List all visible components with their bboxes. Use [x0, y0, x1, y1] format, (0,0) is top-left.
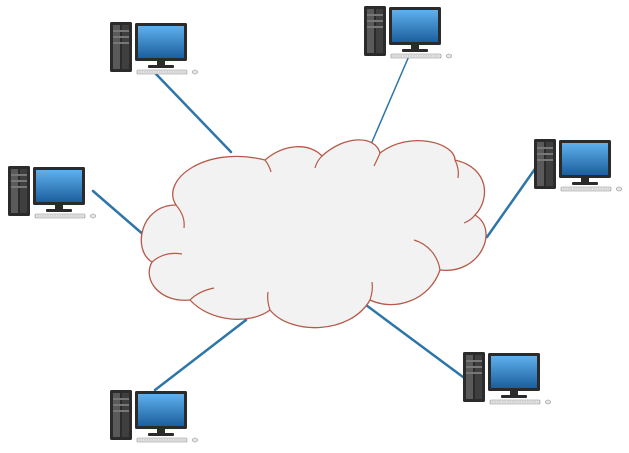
- mouse: [545, 399, 551, 405]
- tower-case: [110, 390, 132, 440]
- cloud-shape: [140, 139, 487, 329]
- desktop-computer-icon: [110, 390, 198, 443]
- monitor: [389, 7, 441, 52]
- cloud-icon: [140, 139, 487, 329]
- tower-case: [534, 139, 556, 189]
- monitor-screen: [138, 394, 184, 426]
- monitor: [559, 140, 611, 185]
- computer-bottom-right: [463, 352, 551, 405]
- monitor-screen: [562, 143, 608, 175]
- keyboard: [136, 437, 188, 443]
- mouse: [192, 437, 198, 443]
- monitor-screen: [36, 170, 82, 202]
- tower-case: [110, 22, 132, 72]
- mouse: [192, 69, 198, 75]
- desktop-computer-icon: [8, 166, 96, 219]
- desktop-computer-icon: [534, 139, 622, 192]
- desktop-computer-icon: [110, 22, 198, 75]
- computer-middle-left: [8, 166, 96, 219]
- computer-top-left: [110, 22, 198, 75]
- tower-case: [8, 166, 30, 216]
- monitor: [135, 391, 187, 436]
- computer-top-right: [364, 6, 452, 59]
- monitor-screen: [491, 356, 537, 388]
- links: [91, 55, 539, 392]
- monitor-screen: [392, 10, 438, 42]
- mouse: [446, 53, 452, 59]
- monitor: [488, 353, 540, 398]
- computer-middle-right: [534, 139, 622, 192]
- monitor: [33, 167, 85, 212]
- monitor-screen: [138, 26, 184, 58]
- link-bottom-left: [153, 318, 248, 392]
- keyboard: [489, 399, 541, 405]
- link-middle-left: [91, 189, 147, 238]
- monitor: [135, 23, 187, 68]
- computers: [8, 6, 622, 443]
- link-top-left: [154, 72, 233, 154]
- desktop-computer-icon: [364, 6, 452, 59]
- desktop-computer-icon: [463, 352, 551, 405]
- link-middle-right: [485, 164, 539, 239]
- tower-case: [364, 6, 386, 56]
- link-bottom-right: [364, 303, 465, 379]
- keyboard: [136, 69, 188, 75]
- keyboard: [390, 53, 442, 59]
- tower-case: [463, 352, 485, 402]
- cloud-creases: [151, 152, 476, 311]
- mouse: [90, 213, 96, 219]
- link-top-right: [371, 55, 410, 143]
- keyboard: [560, 186, 612, 192]
- computer-bottom-left: [110, 390, 198, 443]
- mouse: [616, 186, 622, 192]
- keyboard: [34, 213, 86, 219]
